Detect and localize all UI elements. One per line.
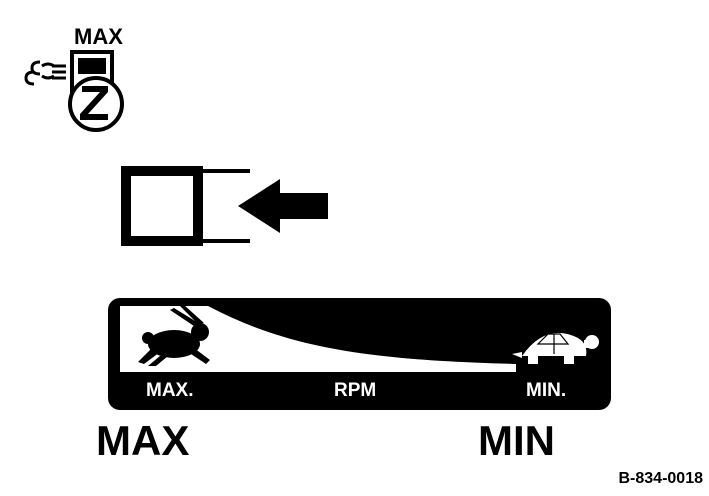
throttle-rpm-label: RPM	[334, 380, 376, 401]
exhaust-icon	[24, 60, 66, 86]
throttle-min-label: MIN.	[526, 380, 566, 401]
throttle-decal: MAX. RPM MIN.	[108, 298, 611, 410]
engine-choke-max-icon: MAX	[24, 24, 124, 132]
engine-icon-max-label: MAX	[74, 24, 123, 49]
part-code: B-834-0018	[618, 470, 704, 487]
choke-lever-arrow-icon	[121, 166, 328, 246]
min-label: MIN	[478, 417, 555, 464]
throttle-max-label: MAX.	[146, 380, 194, 401]
max-label: MAX	[96, 417, 190, 464]
rpm-wedge	[120, 306, 516, 372]
rabbit-icon	[138, 305, 210, 366]
